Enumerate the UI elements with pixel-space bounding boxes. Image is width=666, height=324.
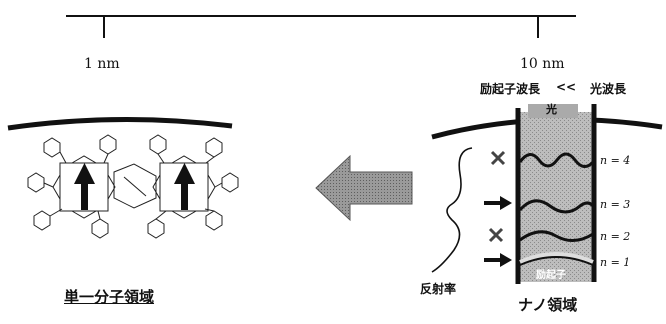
level-label-n3: n = 3 [600, 198, 631, 211]
nano-well [515, 104, 597, 284]
arrow-marker-n3 [484, 196, 512, 210]
exciton-waves [518, 152, 595, 266]
incident-markers [484, 150, 512, 267]
relation-symbol: << [556, 80, 577, 94]
transition-arrow [315, 154, 413, 222]
light-wavelength-label: 光波長 [590, 82, 627, 96]
nano-region-label: ナノ領域 [518, 296, 578, 314]
reflectivity-label: 反射率 [420, 282, 457, 296]
reflectivity-curve [431, 147, 473, 273]
level-label-n2: n = 2 [600, 230, 631, 243]
single-molecule-region-label: 単一分子領域 [64, 288, 155, 306]
scale-label-10nm: 10 nm [520, 56, 565, 72]
level-label-n1: n = 1 [600, 256, 631, 269]
cross-marker-n2 [488, 227, 504, 243]
level-label-n4: n = 4 [600, 154, 631, 167]
left-surface-curve [7, 116, 233, 131]
exciton-wavelength-label: 励起子波長 [480, 82, 541, 96]
scale-label-1nm: 1 nm [84, 56, 120, 72]
exciton-label: 励起子 [536, 270, 566, 281]
arrow-marker-n1 [484, 253, 512, 267]
dipole-arrows [74, 163, 195, 210]
scale-bar [66, 15, 576, 38]
cross-marker-n4 [490, 150, 506, 166]
light-label: 光 [546, 103, 557, 116]
molecule-drawing [27, 134, 239, 239]
